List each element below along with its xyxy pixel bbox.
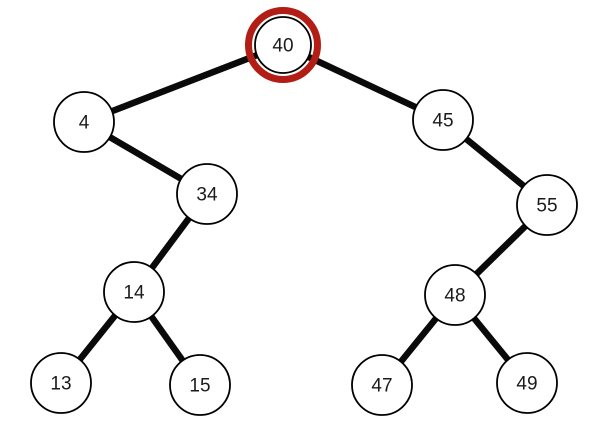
tree-node-4: 4 bbox=[53, 91, 115, 153]
tree-node-value: 15 bbox=[189, 376, 210, 397]
tree-node-15: 15 bbox=[169, 354, 231, 416]
tree-node-circle bbox=[516, 174, 578, 236]
highlight-ring bbox=[245, 7, 321, 83]
tree-node-circle bbox=[169, 354, 231, 416]
tree-node-value: 55 bbox=[536, 196, 557, 217]
tree-node-circle bbox=[53, 91, 115, 153]
tree-node-value: 45 bbox=[432, 111, 453, 132]
tree-node-circle bbox=[412, 89, 474, 151]
tree-node-value: 34 bbox=[196, 185, 218, 206]
tree-node-45: 45 bbox=[412, 89, 474, 151]
tree-node-circle bbox=[254, 16, 312, 74]
tree-node-circle bbox=[176, 163, 238, 225]
tree-node-14: 14 bbox=[103, 261, 165, 323]
tree-node-circle bbox=[103, 261, 165, 323]
tree-node-34: 34 bbox=[176, 163, 238, 225]
tree-node-value: 40 bbox=[272, 36, 293, 57]
tree-node-value: 48 bbox=[444, 286, 465, 307]
tree-node-circle bbox=[424, 264, 486, 326]
tree-node-circle bbox=[30, 352, 92, 414]
tree-node-40: 40 bbox=[245, 7, 321, 83]
tree-node-47: 47 bbox=[351, 354, 413, 416]
tree-node-49: 49 bbox=[496, 352, 558, 414]
tree-node-value: 49 bbox=[516, 374, 537, 395]
tree-node-circle bbox=[496, 352, 558, 414]
tree-node-circle bbox=[351, 354, 413, 416]
tree-node-48: 48 bbox=[424, 264, 486, 326]
tree-node-value: 14 bbox=[123, 283, 145, 304]
tree-node-value: 13 bbox=[50, 374, 71, 395]
tree-node-55: 55 bbox=[516, 174, 578, 236]
tree-node-value: 47 bbox=[371, 376, 392, 397]
tree-node-13: 13 bbox=[30, 352, 92, 414]
tree-node-value: 4 bbox=[79, 113, 90, 134]
